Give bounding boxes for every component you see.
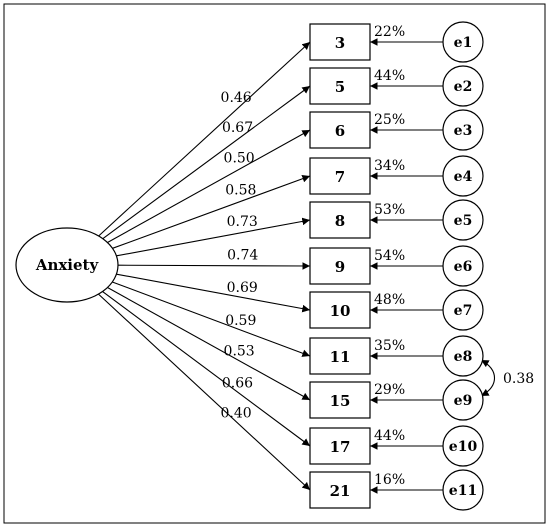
error-label-e2: e2: [454, 79, 473, 95]
item-box-21: [309, 471, 371, 509]
error-circle-e8: [442, 335, 484, 377]
loading-value-item-17: 0.66: [222, 375, 253, 391]
error-circle-e9: [442, 379, 484, 421]
item-box-17: [309, 427, 371, 465]
item-label-15: 15: [330, 392, 351, 410]
item-label-10: 10: [330, 302, 351, 320]
explained-variance-item-6: 25%: [374, 112, 405, 128]
explained-variance-item-15: 29%: [374, 382, 405, 398]
explained-variance-item-7: 34%: [374, 158, 405, 174]
item-label-11: 11: [330, 348, 351, 366]
error-circle-e7: [442, 289, 484, 331]
item-box-5: [309, 67, 371, 105]
explained-variance-item-10: 48%: [374, 292, 405, 308]
explained-variance-item-9: 54%: [374, 248, 405, 264]
loading-value-item-9: 0.74: [227, 248, 258, 264]
covariance-value-e8-e9: 0.38: [503, 371, 534, 387]
loading-path-item-15: [107, 287, 311, 401]
error-circle-e2: [442, 65, 484, 107]
error-circle-e10: [442, 425, 484, 467]
item-box-10: [309, 291, 371, 329]
loading-path-item-3: [98, 41, 311, 237]
error-circle-e3: [442, 109, 484, 151]
loading-path-item-9: [117, 262, 311, 270]
item-box-8: [309, 201, 371, 239]
item-label-6: 6: [335, 122, 345, 140]
loading-value-item-6: 0.50: [224, 150, 255, 166]
item-box-7: [309, 157, 371, 195]
error-label-e3: e3: [454, 123, 473, 139]
item-label-17: 17: [330, 438, 351, 456]
loading-value-item-7: 0.58: [225, 183, 256, 199]
item-box-15: [309, 381, 371, 419]
diagram-frame: [3, 3, 546, 524]
loading-path-item-7: [112, 175, 311, 249]
error-circle-e4: [442, 155, 484, 197]
latent-anxiety-ellipse: [15, 227, 119, 303]
item-box-9: [309, 247, 371, 285]
item-box-6: [309, 111, 371, 149]
loading-path-item-11: [112, 281, 311, 357]
error-label-e7: e7: [454, 303, 473, 319]
loading-path-item-17: [102, 291, 311, 447]
latent-anxiety-label: Anxiety: [35, 256, 100, 274]
loading-path-item-21: [98, 293, 311, 491]
error-circle-e5: [442, 199, 484, 241]
error-label-e1: e1: [454, 35, 473, 51]
error-circle-e11: [442, 469, 484, 511]
loading-value-item-10: 0.69: [227, 280, 258, 296]
explained-variance-item-3: 22%: [374, 24, 405, 40]
loading-value-item-8: 0.73: [227, 214, 258, 230]
loading-value-item-15: 0.53: [224, 344, 255, 360]
loading-value-item-3: 0.46: [221, 90, 252, 106]
loading-path-item-10: [116, 273, 311, 313]
loading-path-item-5: [102, 85, 311, 240]
covariance-path-e8-e9: [480, 359, 496, 397]
error-circle-e1: [442, 21, 484, 63]
error-label-e9: e9: [454, 393, 473, 409]
error-label-e10: e10: [449, 439, 478, 455]
item-label-7: 7: [335, 168, 345, 186]
error-label-e4: e4: [454, 169, 473, 185]
item-label-21: 21: [330, 482, 351, 500]
item-label-5: 5: [335, 78, 345, 96]
item-box-3: [309, 23, 371, 61]
error-circle-e6: [442, 245, 484, 287]
item-label-3: 3: [335, 34, 345, 52]
loading-path-item-6: [107, 129, 311, 243]
error-label-e11: e11: [449, 483, 477, 499]
item-label-9: 9: [335, 258, 345, 276]
error-label-e8: e8: [454, 349, 473, 365]
loading-value-item-21: 0.40: [220, 405, 251, 421]
loading-path-item-8: [116, 217, 311, 257]
error-label-e5: e5: [454, 213, 473, 229]
explained-variance-item-11: 35%: [374, 338, 405, 354]
item-box-11: [309, 337, 371, 375]
loading-value-item-11: 0.59: [225, 313, 256, 329]
explained-variance-item-17: 44%: [374, 428, 405, 444]
error-label-e6: e6: [454, 259, 473, 275]
item-label-8: 8: [335, 212, 345, 230]
explained-variance-item-8: 53%: [374, 202, 405, 218]
explained-variance-item-5: 44%: [374, 68, 405, 84]
loading-value-item-5: 0.67: [222, 120, 253, 136]
explained-variance-item-21: 16%: [374, 472, 405, 488]
